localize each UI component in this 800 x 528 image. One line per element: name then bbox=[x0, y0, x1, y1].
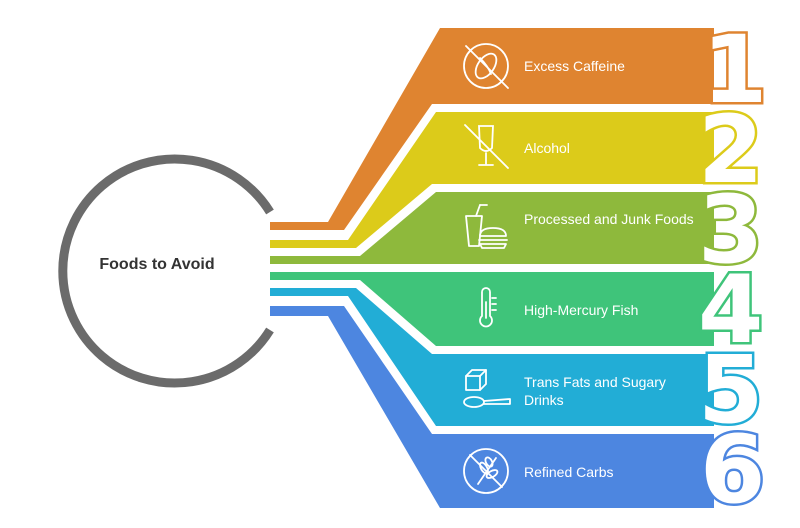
item-3-label: Processed and Junk Foods bbox=[524, 211, 694, 227]
item-4-number: 4 bbox=[698, 256, 763, 365]
item-1-label: Excess Caffeine bbox=[524, 58, 625, 74]
item-4-label: High-Mercury Fish bbox=[524, 302, 639, 318]
item-3: 3 bbox=[270, 174, 766, 288]
item-2-label: Alcohol bbox=[524, 140, 570, 156]
item-2-number: 2 bbox=[698, 96, 763, 205]
item-6-label: Refined Carbs bbox=[524, 464, 614, 480]
item-1-number: 1 bbox=[702, 16, 767, 125]
center-circle bbox=[58, 154, 274, 388]
no-wheat-icon bbox=[463, 448, 509, 494]
center-title: Foods to Avoid bbox=[99, 256, 215, 273]
sugar-cube-spoon-icon bbox=[463, 369, 511, 408]
no-wine-glass-icon bbox=[464, 124, 509, 169]
item-1-ribbon bbox=[270, 28, 714, 230]
item-2-ribbon bbox=[270, 112, 714, 248]
item-3-number: 3 bbox=[698, 176, 763, 285]
junk-food-icon bbox=[465, 204, 508, 249]
item-5-number: 5 bbox=[698, 336, 763, 445]
item-5-ribbon bbox=[270, 288, 714, 426]
item-5: 5 bbox=[270, 288, 766, 448]
item-6-ribbon bbox=[270, 306, 714, 508]
item-5-label: Trans Fats and Sugary Drinks bbox=[524, 374, 666, 408]
no-coffee-bean-icon bbox=[463, 43, 509, 89]
item-6-number: 6 bbox=[700, 416, 765, 525]
item-1: 1 bbox=[270, 14, 770, 230]
item-2: 2 bbox=[270, 94, 766, 248]
item-4-ribbon bbox=[270, 272, 714, 346]
item-4: 4 bbox=[270, 254, 766, 368]
thermometer-icon bbox=[479, 287, 497, 328]
item-6: 6 bbox=[270, 306, 768, 528]
